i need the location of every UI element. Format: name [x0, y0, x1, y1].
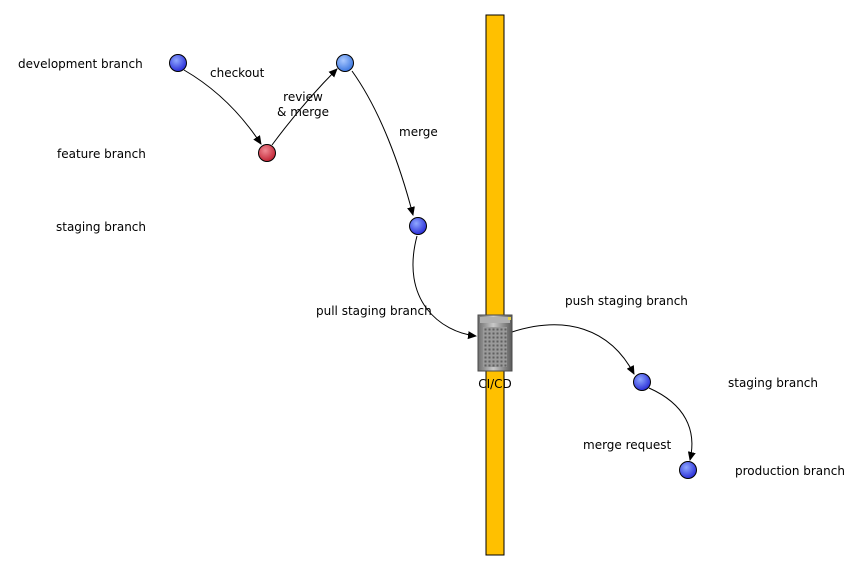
- label-ci-cd: CI/CD: [478, 377, 512, 391]
- label-staging-branch: staging branch: [56, 220, 146, 234]
- label-merge: merge: [399, 125, 438, 139]
- node-development: [169, 54, 187, 72]
- label-push-staging-branch: push staging branch: [565, 294, 688, 308]
- label-checkout: checkout: [210, 66, 265, 80]
- pipeline-bar: [485, 14, 505, 556]
- label-production-branch: production branch: [735, 464, 845, 478]
- edge-review-merge: [271, 68, 338, 146]
- label-staging-branch-right: staging branch: [728, 376, 818, 390]
- edge-push-staging: [511, 324, 635, 375]
- node-staging: [409, 217, 427, 235]
- label-development-branch: development branch: [18, 57, 143, 71]
- node-feature: [258, 144, 276, 162]
- node-merged: [336, 54, 354, 72]
- edge-merge: [351, 70, 415, 216]
- label-feature-branch: feature branch: [57, 147, 146, 161]
- label-review: review: [283, 90, 323, 104]
- label-merge-request: merge request: [583, 438, 672, 452]
- label-pull-staging-branch: pull staging branch: [316, 304, 432, 318]
- edge-checkout: [183, 69, 262, 145]
- server-icon: [477, 314, 513, 372]
- node-staging-right: [633, 373, 651, 391]
- label-and-merge: & merge: [277, 105, 329, 119]
- node-production: [679, 461, 697, 479]
- edge-pull-staging: [412, 235, 477, 340]
- edge-merge-request: [648, 387, 696, 461]
